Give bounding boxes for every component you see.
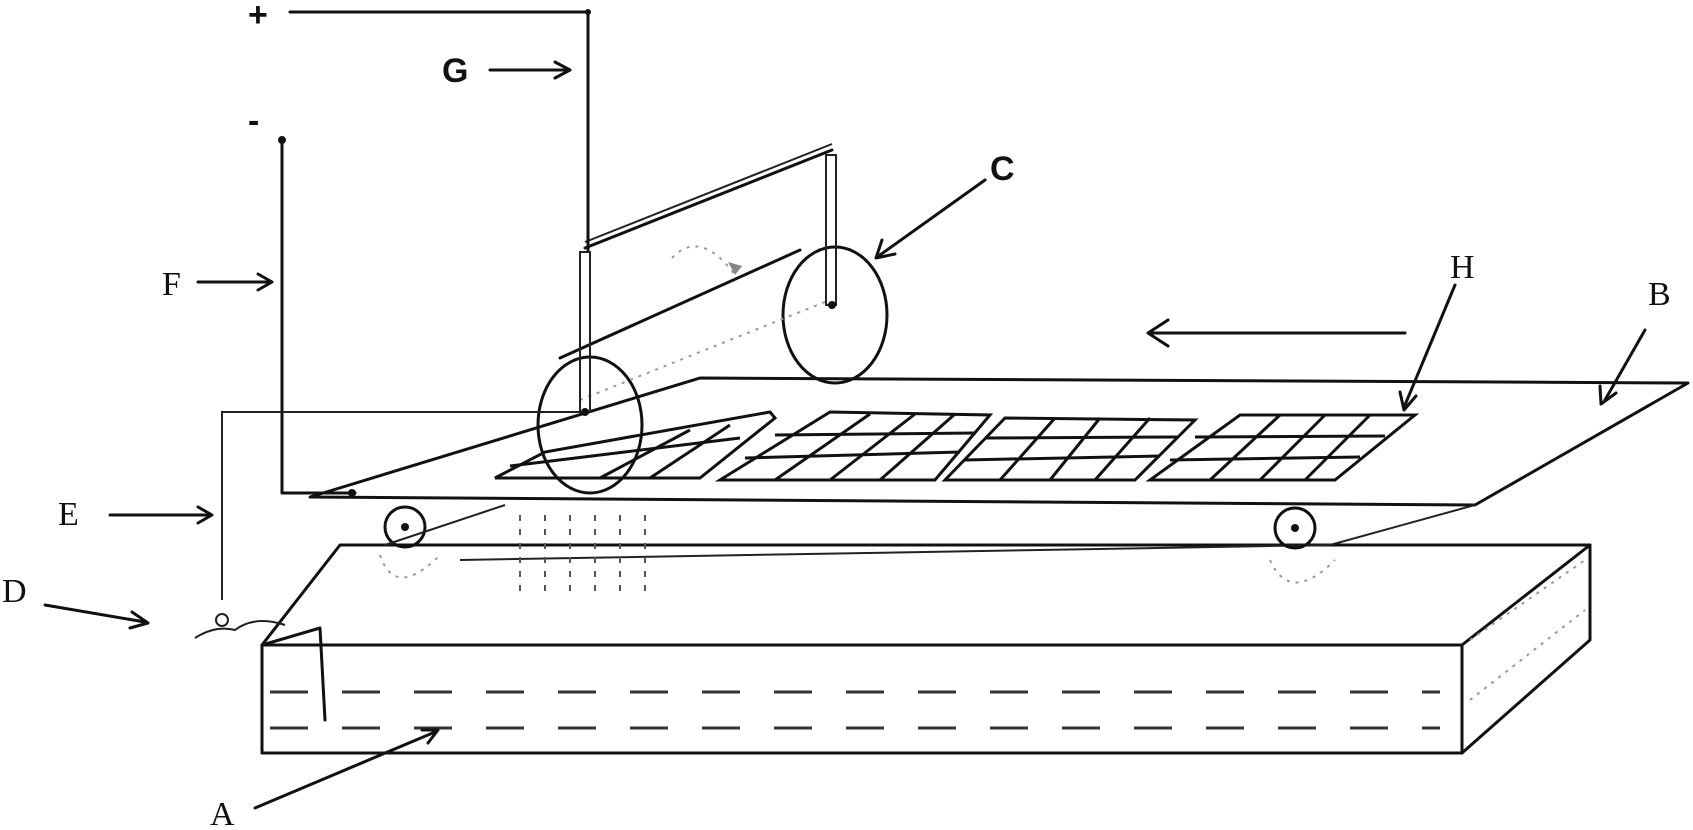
belt-lower-run [459,544,1331,561]
grid-panel-4 [1145,413,1420,482]
clamp [194,620,286,639]
wiring [194,9,591,639]
rear-roller [1273,506,1317,550]
belt-direction-arrow [1146,318,1407,348]
label-F: F [162,266,181,303]
tank-electrode [260,626,327,722]
spray-pattern [519,515,646,595]
tank [260,543,1592,755]
leader-arrows [43,60,1647,810]
roller-axle-top [558,248,802,360]
grid-panel-2 [714,410,994,482]
roller-assembly [536,143,889,495]
label-G: G [442,52,468,90]
grid-panel-3 [941,416,1199,482]
belt-top-surface [308,376,1690,507]
electrode-wire [221,411,583,600]
label-C: C [990,150,1015,188]
rear-roller-rotation-arrow [1269,559,1336,584]
frame-crossbar [583,148,834,250]
roller-rotation-arrow [671,245,736,276]
label-D: D [2,573,27,610]
front-roller-rotation-arrow [379,554,441,579]
label-A: A [210,796,235,830]
front-roller [383,505,427,549]
front-post [579,251,591,413]
tank-top-face [260,543,1592,647]
rear-post [825,154,837,306]
tank-front-face [260,643,1464,755]
workpiece-grids [494,410,1420,482]
label-minus: - [248,102,259,140]
tank-side-face [1460,543,1592,755]
label-B: B [1648,276,1671,313]
positive-wire [288,10,590,252]
label-H: H [1450,249,1475,286]
negative-wire [280,138,357,495]
label-plus: + [248,0,268,34]
grid-panel-1 [494,410,778,480]
label-E: E [58,496,79,533]
conveyor-belt [308,376,1690,595]
